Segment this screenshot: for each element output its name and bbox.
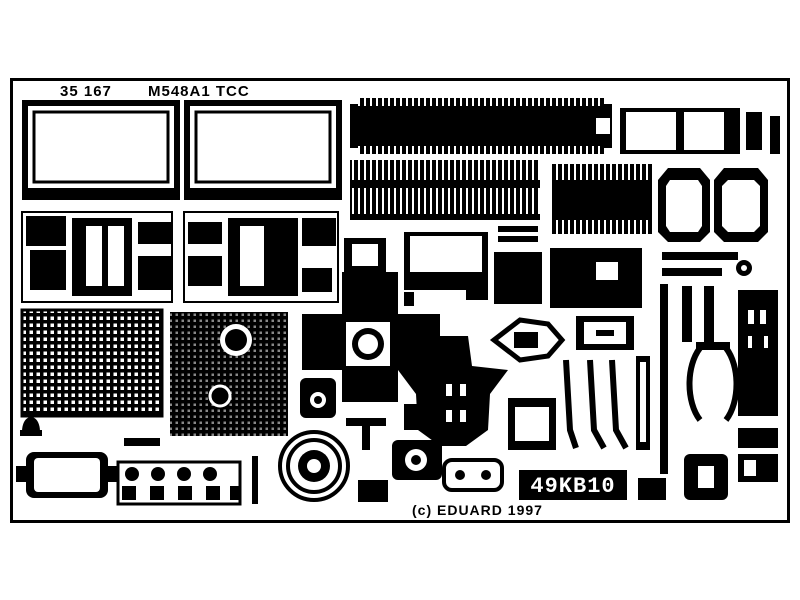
part-curved-strips <box>563 356 650 450</box>
part-box-33 <box>508 398 556 450</box>
part-rod-bar <box>662 252 752 276</box>
kit-title: M548A1 TCC <box>148 83 250 100</box>
part-mesh-6 <box>170 312 288 436</box>
part-panel-4 <box>183 211 339 303</box>
part-hinge-plate <box>738 290 778 416</box>
part-link-29 <box>442 458 504 492</box>
part-ring-holder-17 <box>392 440 442 480</box>
kit-code: 35 167 <box>60 83 112 100</box>
part-t-bar <box>346 418 386 450</box>
part-clip-15 <box>300 378 336 418</box>
part-lamp-row <box>116 438 242 506</box>
part-panel-3 <box>21 211 173 303</box>
id-plate-text: 49KB10 <box>530 474 616 499</box>
part-clamp-connector <box>489 317 566 363</box>
part-block-23 <box>494 252 542 304</box>
part-tub-shape <box>16 452 118 498</box>
part-frame-2 <box>184 100 342 200</box>
part-cross-plate <box>302 238 440 402</box>
part-small-pieces-21 <box>404 284 488 306</box>
part-ribbed-block <box>552 164 652 234</box>
part-ribbed-strip-left <box>350 160 540 220</box>
part-comb-strip <box>350 98 612 154</box>
part-foot-16 <box>358 480 388 502</box>
part-small-tab-16 <box>404 404 428 430</box>
id-plate: 49KB10 <box>519 470 627 500</box>
copyright-text: (c) EDUARD 1997 <box>412 502 543 518</box>
part-octagon-left <box>658 168 710 242</box>
part-box-24 <box>404 232 488 290</box>
part-ring-wheel <box>278 430 350 502</box>
part-thin-rod-11 <box>252 456 258 504</box>
part-small-37 <box>638 478 666 500</box>
part-mesh-5 <box>20 308 164 418</box>
part-cylinder <box>620 108 780 154</box>
part-small-plates-right <box>738 428 778 482</box>
part-bracket-20 <box>550 248 642 308</box>
part-octagon-right <box>714 168 768 242</box>
part-cup-31 <box>684 454 728 500</box>
part-rect-bracket <box>576 316 634 350</box>
part-frame-1 <box>22 100 180 200</box>
part-spring-clip <box>686 342 740 422</box>
part-bell-17 <box>20 417 42 436</box>
part-long-rods <box>660 284 714 474</box>
part-small-bars <box>498 226 538 242</box>
